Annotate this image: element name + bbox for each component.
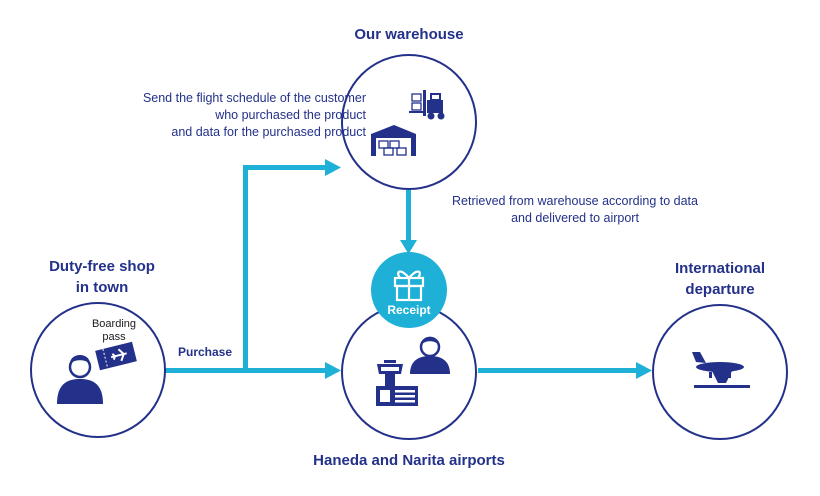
send-data-line1: Send the flight schedule of the customer xyxy=(142,91,366,105)
receipt-badge xyxy=(371,252,447,328)
receipt-badge-label: Receipt xyxy=(387,303,431,317)
boarding-pass-label: Boarding pass xyxy=(84,318,144,344)
shop-title-line1: Duty-free shop xyxy=(49,258,155,275)
departure-title-line2: departure xyxy=(685,281,755,298)
boarding-pass-line2: pass xyxy=(102,331,126,343)
retrieve-line1: Retrieved from warehouse according to da… xyxy=(452,194,698,208)
airport-title: Haneda and Narita airports xyxy=(313,452,505,469)
customer-boarding-pass-icon xyxy=(57,341,137,404)
gift-icon xyxy=(393,270,425,302)
purchase-label: Purchase xyxy=(177,345,233,359)
boarding-pass-line1: Boarding xyxy=(91,318,137,330)
shop-title: Duty-free shop in town xyxy=(22,256,182,298)
airport-tower-person-icon xyxy=(376,336,450,406)
warehouse-title: Our warehouse xyxy=(354,26,464,43)
connector-warehouse-to-airport xyxy=(400,190,417,254)
send-data-line2: who purchased the product xyxy=(215,108,366,122)
connector-shop-to-airport xyxy=(165,362,341,379)
send-data-line3: and data for the purchased product xyxy=(171,125,366,139)
departure-title-line1: International xyxy=(674,260,765,277)
warehouse-forklift-icon xyxy=(371,90,445,156)
send-data-annotation: Send the flight schedule of the customer… xyxy=(66,90,366,141)
airplane-icon xyxy=(692,352,750,388)
retrieve-annotation: Retrieved from warehouse according to da… xyxy=(430,193,720,227)
departure-title: International departure xyxy=(640,258,800,300)
retrieve-line2: and delivered to airport xyxy=(511,211,639,225)
connector-branch-to-warehouse xyxy=(243,159,341,373)
shop-title-line2: in town xyxy=(75,279,129,296)
connector-airport-to-departure xyxy=(478,362,652,379)
